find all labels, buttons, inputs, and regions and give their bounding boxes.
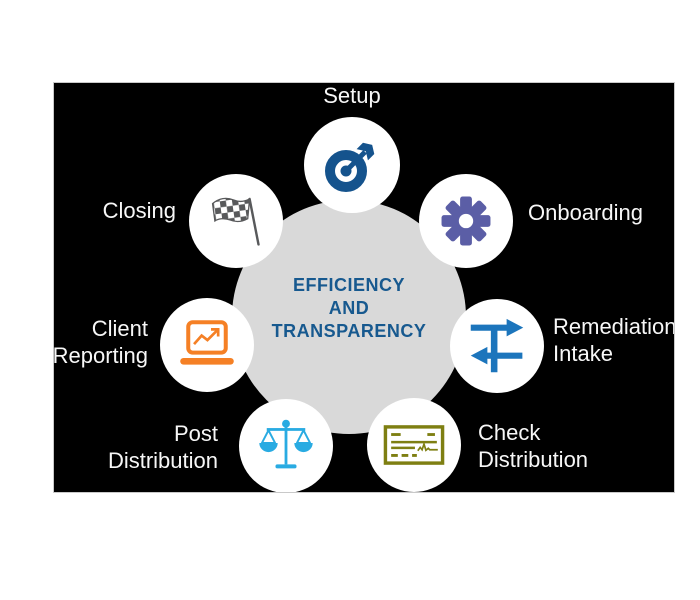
center-title-line: TRANSPARENCY <box>271 320 427 341</box>
node-circle-setup <box>304 117 400 213</box>
remediation-intake-label: Remediation Intake <box>553 314 675 366</box>
setup-label: Setup <box>323 83 381 108</box>
closing-label: Closing <box>102 198 176 223</box>
node-circle-closing <box>189 174 283 268</box>
node-circle-client-reporting <box>160 298 254 392</box>
bank-check-icon <box>383 425 445 465</box>
laptop-chart-icon <box>178 320 236 370</box>
center-title: EFFICIENCY AND TRANSPARENCY <box>232 191 466 425</box>
check-distribution-label: Check Distribution <box>478 420 589 472</box>
gear-icon <box>439 194 493 248</box>
node-circle-onboarding <box>419 174 513 268</box>
diagram-layer: EFFICIENCY AND TRANSPARENCY <box>54 83 674 492</box>
process-cycle-diagram: EFFICIENCY AND TRANSPARENCY <box>53 82 675 493</box>
center-title-line: EFFICIENCY <box>292 274 405 295</box>
node-circle-remediation-intake <box>450 299 544 393</box>
target-dart-icon <box>321 134 383 196</box>
client-reporting-label: Client Reporting <box>53 316 148 368</box>
center-title-line: AND <box>328 297 370 318</box>
checkered-flag-icon <box>206 191 266 251</box>
onboarding-label: Onboarding <box>528 200 643 225</box>
node-circle-check-distribution <box>367 398 461 492</box>
post-distribution-label: Post Distribution <box>107 421 218 473</box>
balance-scale-icon <box>258 418 314 474</box>
transfer-arrows-icon <box>469 318 525 374</box>
node-circle-post-distribution <box>239 399 333 492</box>
